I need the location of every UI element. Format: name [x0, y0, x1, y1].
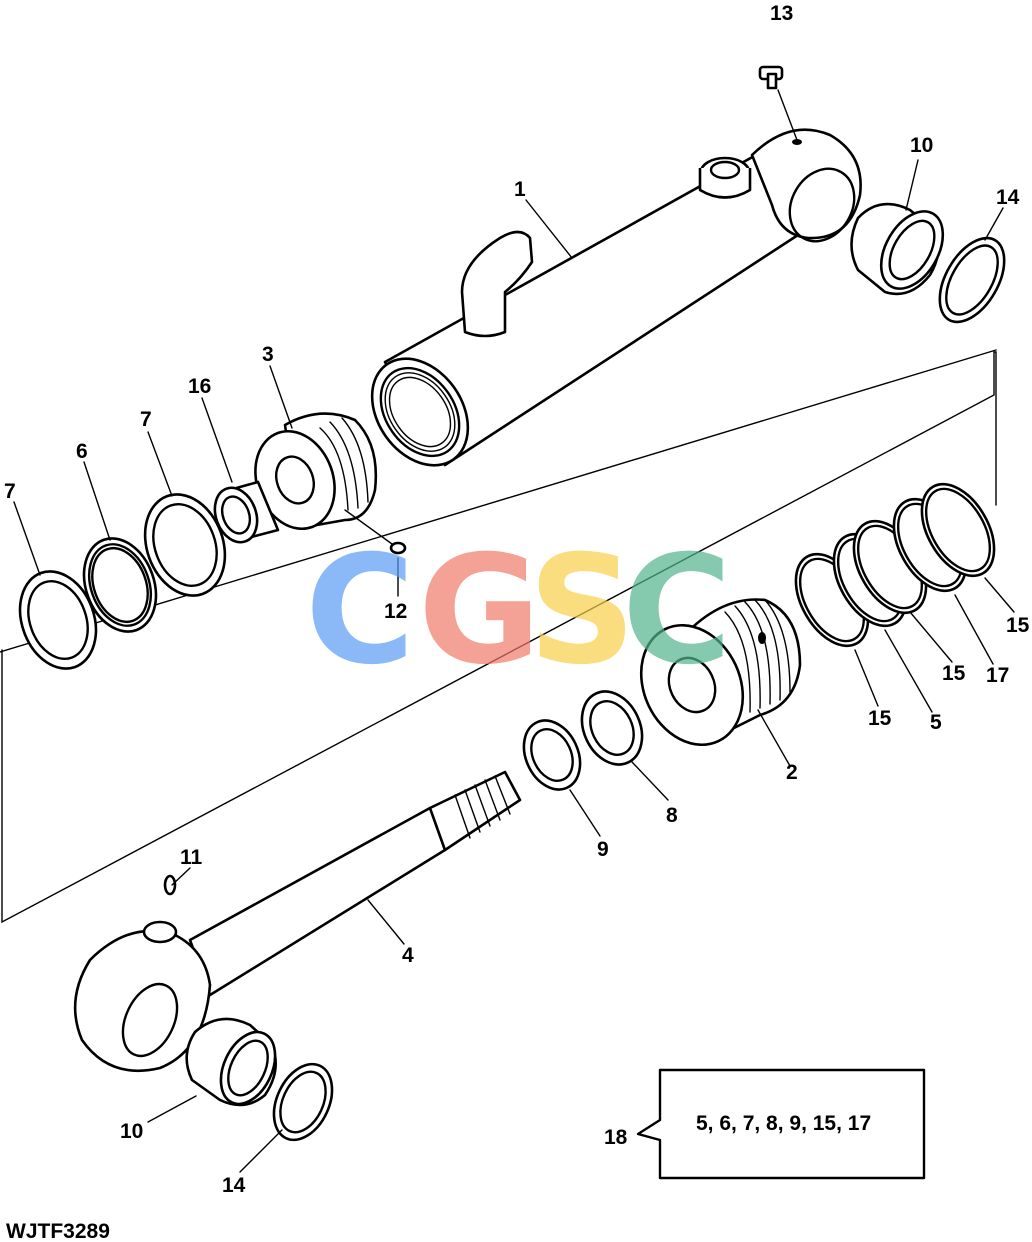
callout-17: 17 — [986, 664, 1009, 687]
callout-14-top: 14 — [996, 186, 1020, 209]
watermark-letter-g: G — [418, 524, 541, 698]
callout-1: 1 — [514, 178, 526, 201]
figure-id: WJTF3289 — [6, 1220, 110, 1242]
seal-kit-contents: 5, 6, 7, 8, 9, 15, 17 — [696, 1112, 871, 1135]
piston-part — [639, 598, 802, 747]
piston-rod-part — [73, 770, 522, 1073]
snap-ring-bottom — [272, 1062, 334, 1142]
wiper-ring-9 — [522, 719, 582, 791]
callout-10-top: 10 — [910, 134, 933, 157]
callout-15-low: 15 — [868, 707, 892, 730]
callout-14-bottom: 14 — [222, 1174, 246, 1197]
backup-ring-8 — [580, 690, 644, 766]
grease-fitting-top — [758, 65, 798, 141]
group-outline — [1, 351, 997, 924]
callout-8: 8 — [666, 804, 678, 827]
callout-10-bottom: 10 — [120, 1120, 143, 1143]
seal-ring-6 — [82, 537, 158, 633]
gland-part — [254, 412, 378, 531]
wear-ring-right — [143, 493, 227, 597]
callout-4: 4 — [402, 944, 414, 967]
bushing-bottom — [185, 1017, 278, 1107]
callout-7-right: 7 — [140, 408, 152, 431]
callout-15-mid: 15 — [942, 662, 966, 685]
callout-9: 9 — [597, 838, 609, 861]
callout-13: 13 — [770, 2, 793, 25]
callout-2: 2 — [786, 761, 798, 784]
watermark-letter-c2: C — [622, 524, 732, 698]
callout-16: 16 — [188, 375, 211, 398]
callout-11: 11 — [180, 846, 203, 869]
callout-3: 3 — [262, 343, 274, 366]
bushing-top — [850, 202, 945, 296]
callout-7-left: 7 — [4, 480, 16, 503]
gland-sleeve-part — [213, 480, 280, 544]
seal-rings-right — [794, 482, 996, 648]
snap-ring-top — [938, 236, 1006, 324]
seal-kit-box: 5, 6, 7, 8, 9, 15, 17 — [636, 1068, 926, 1180]
cgsc-watermark: C G S C — [305, 524, 732, 698]
callout-12: 12 — [384, 600, 407, 623]
cylinder-barrel-part — [370, 128, 862, 467]
callout-18: 18 — [604, 1126, 628, 1149]
watermark-letter-s: S — [528, 524, 636, 698]
callout-15-far-right: 15 — [1006, 614, 1030, 637]
watermark-letter-c1: C — [305, 524, 415, 698]
callout-6: 6 — [76, 440, 88, 463]
set-screw-part — [344, 509, 407, 555]
callout-5: 5 — [930, 711, 942, 734]
